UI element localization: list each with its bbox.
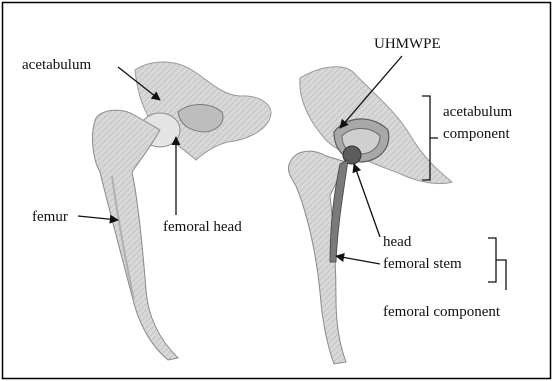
label-femoral-component: femoral component bbox=[383, 304, 501, 320]
label-femoral-stem: femoral stem bbox=[383, 256, 462, 272]
label-femur: femur bbox=[32, 209, 68, 225]
label-acetabulum-component-line2: component bbox=[443, 126, 510, 142]
label-uhmwpe: UHMWPE bbox=[374, 36, 441, 52]
label-femoral-head: femoral head bbox=[163, 219, 242, 235]
label-acetabulum: acetabulum bbox=[22, 57, 91, 73]
label-acetabulum-component-line1: acetabulum bbox=[443, 104, 512, 120]
label-head: head bbox=[383, 234, 412, 250]
